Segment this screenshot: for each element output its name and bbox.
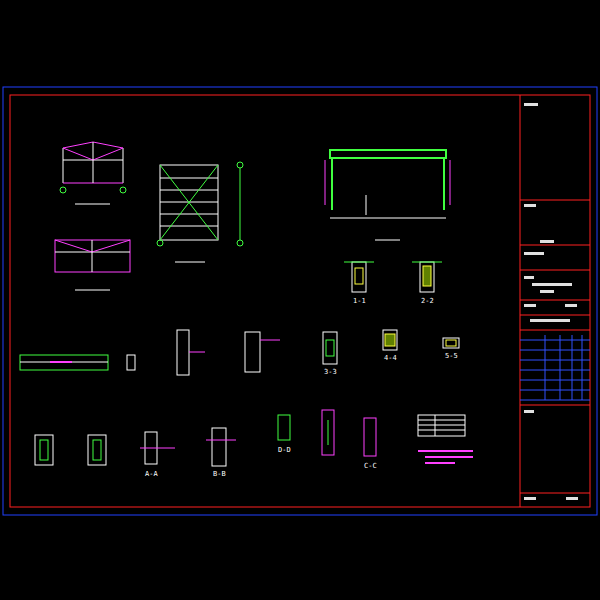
outer-frame <box>3 87 597 515</box>
section-label: C-C <box>362 462 379 471</box>
section-label: 2-2 <box>419 297 436 306</box>
section-label: 3-3 <box>322 368 339 377</box>
truss-elevation <box>55 240 130 290</box>
section-details <box>323 262 459 364</box>
section-label: A-A <box>143 470 160 479</box>
title-text-marks <box>524 103 578 500</box>
section-label: 1-1 <box>351 297 368 306</box>
section-label: B-B <box>211 470 228 479</box>
note-marks <box>418 450 473 464</box>
portal-frame <box>325 150 450 240</box>
title-block <box>520 95 590 507</box>
bracing-elevation <box>157 162 243 262</box>
section-label: 5-5 <box>443 352 460 361</box>
material-table <box>418 415 465 436</box>
section-label: D-D <box>276 446 293 455</box>
title-grid <box>520 335 590 400</box>
section-label: 4-4 <box>382 354 399 363</box>
member-details <box>278 410 376 456</box>
inner-frame <box>10 95 590 507</box>
member-details <box>20 330 280 466</box>
truss-elevation <box>60 142 126 204</box>
